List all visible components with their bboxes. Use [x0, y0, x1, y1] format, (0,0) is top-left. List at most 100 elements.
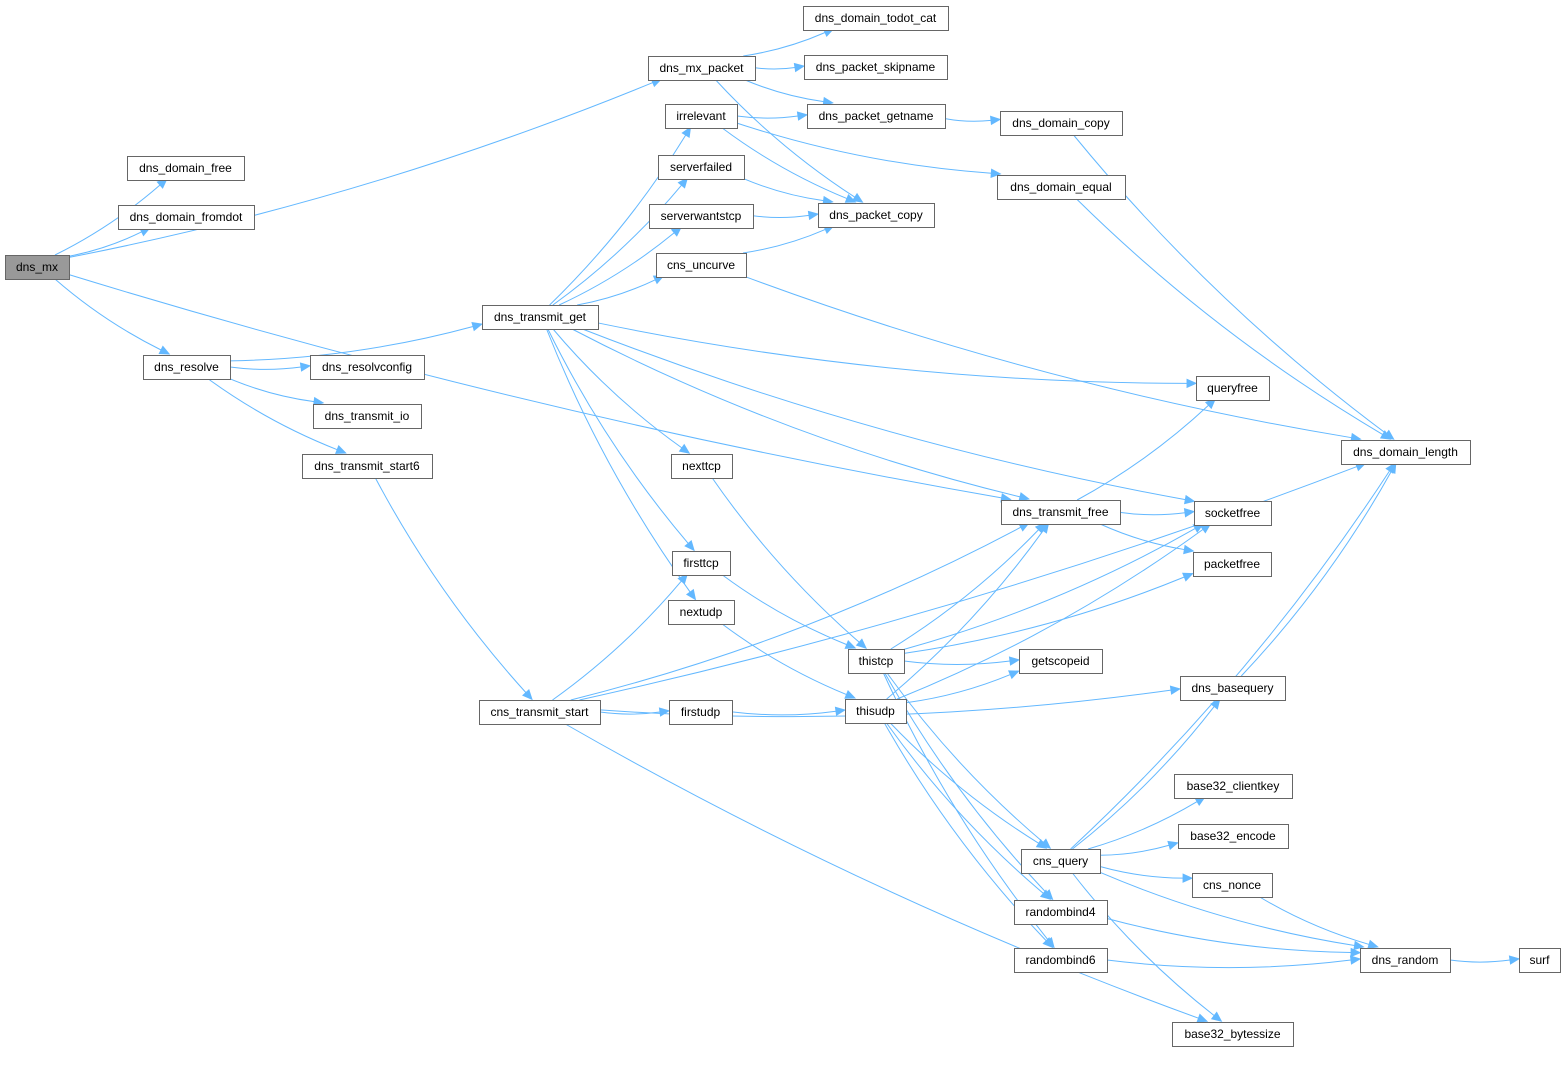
edge-thisudp-to-dns-transmit-free	[886, 530, 1044, 700]
node-dns-resolvconfig[interactable]: dns_resolvconfig	[310, 355, 425, 380]
arrowhead-icon	[1008, 670, 1020, 680]
arrowhead-icon	[844, 639, 857, 649]
node-dns-mx-packet[interactable]: dns_mx_packet	[648, 56, 756, 81]
node-nextudp[interactable]: nextudp	[668, 600, 735, 625]
node-socketfree[interactable]: socketfree	[1194, 501, 1272, 526]
edge-cns-query-to-dns-domain-length	[1070, 470, 1390, 850]
node-label: firstudp	[681, 705, 721, 719]
node-box	[649, 204, 754, 229]
node-label: cns_transmit_start	[490, 705, 589, 719]
node-box	[1180, 676, 1286, 701]
node-surf[interactable]: surf	[1519, 948, 1561, 973]
node-base32-encode[interactable]: base32_encode	[1178, 824, 1289, 849]
edge-dns-transmit-get-to-socketfree	[582, 328, 1186, 501]
node-firstudp[interactable]: firstudp	[669, 700, 733, 725]
arrowhead-icon	[851, 192, 864, 203]
node-thistcp[interactable]: thistcp	[848, 649, 905, 674]
node-firsttcp[interactable]: firsttcp	[672, 551, 731, 576]
node-box	[1014, 948, 1108, 973]
edge-nextudp-to-thisudp	[721, 623, 847, 696]
node-thisudp[interactable]: thisudp	[845, 699, 907, 724]
arrowhead-icon	[1039, 522, 1050, 534]
node-dns-domain-free[interactable]: dns_domain_free	[127, 156, 245, 181]
node-dns-transmit-start6[interactable]: dns_transmit_start6	[302, 454, 433, 479]
node-dns-packet-skipname[interactable]: dns_packet_skipname	[804, 55, 948, 80]
node-box	[118, 205, 255, 230]
node-dns-basequery[interactable]: dns_basequery	[1180, 676, 1286, 701]
arrowhead-icon	[158, 345, 171, 355]
edge-dns-mx-packet-to-dns-packet-copy	[715, 79, 856, 198]
arrowhead-icon	[793, 62, 806, 73]
node-label: dns_packet_copy	[829, 208, 922, 222]
node-cns-uncurve[interactable]: cns_uncurve	[656, 253, 747, 278]
edge-thisudp-to-socketfree	[896, 528, 1204, 700]
arrowhead-icon	[678, 443, 691, 454]
edge-thistcp-to-cns-query	[886, 672, 1044, 843]
node-label: dns_transmit_start6	[314, 459, 420, 473]
node-dns-domain-length[interactable]: dns_domain_length	[1341, 440, 1471, 465]
node-dns-packet-copy[interactable]: dns_packet_copy	[818, 203, 935, 228]
arrowhead-icon	[1210, 1011, 1223, 1022]
edge-dns-mx-packet-to-dns-packet-getname	[744, 79, 824, 103]
edge-thisudp-to-getscopeid	[905, 674, 1011, 704]
edge-cns-nonce-to-dns-random	[1259, 896, 1370, 945]
node-label: socketfree	[1205, 506, 1261, 520]
node-dns-transmit-get[interactable]: dns_transmit_get	[482, 305, 599, 330]
edge-firstudp-to-thisudp	[731, 710, 837, 716]
node-dns-domain-copy[interactable]: dns_domain_copy	[1000, 111, 1123, 136]
node-box	[1519, 948, 1561, 973]
node-dns-domain-fromdot[interactable]: dns_domain_fromdot	[118, 205, 255, 230]
edge-dns-transmit-get-to-firsttcp	[547, 328, 689, 544]
node-randombind6[interactable]: randombind6	[1014, 948, 1108, 973]
node-box	[648, 56, 756, 81]
node-box	[143, 355, 231, 380]
arrowhead-icon	[796, 111, 809, 121]
edge-cns-transmit-start-to-dns-transmit-free	[570, 526, 1022, 701]
node-dns-transmit-io[interactable]: dns_transmit_io	[313, 404, 422, 429]
node-dns-resolve[interactable]: dns_resolve	[143, 355, 231, 380]
edge-thistcp-to-socketfree	[903, 528, 1196, 650]
node-cns-transmit-start[interactable]: cns_transmit_start	[479, 700, 601, 725]
node-label: dns_domain_length	[1353, 445, 1458, 459]
arrowhead-icon	[1182, 572, 1194, 582]
edge-dns-transmit-start6-to-cns-transmit-start	[374, 477, 527, 693]
edge-cns-query-to-base32-bytessize	[1072, 872, 1215, 1017]
arrowhead-icon	[834, 706, 847, 717]
node-serverfailed[interactable]: serverfailed	[658, 155, 745, 180]
node-cns-nonce[interactable]: cns_nonce	[1192, 873, 1273, 898]
node-nexttcp[interactable]: nexttcp	[671, 454, 733, 479]
node-base32-clientkey[interactable]: base32_clientkey	[1174, 774, 1293, 799]
arrowhead-icon	[1196, 1013, 1209, 1023]
edge-randombind6-to-dns-random	[1106, 959, 1352, 969]
node-cns-query[interactable]: cns_query	[1021, 849, 1101, 874]
node-dns-domain-equal[interactable]: dns_domain_equal	[997, 175, 1126, 200]
arrowhead-icon	[1182, 873, 1194, 883]
node-dns-domain-todot-cat[interactable]: dns_domain_todot_cat	[803, 6, 949, 31]
edge-dns-transmit-free-to-socketfree	[1119, 511, 1186, 516]
node-box	[656, 253, 747, 278]
arrowhead-icon	[335, 445, 347, 454]
edge-cns-transmit-start-to-firstudp	[599, 711, 661, 715]
node-label: serverfailed	[670, 160, 732, 174]
node-queryfree[interactable]: queryfree	[1196, 376, 1270, 401]
node-getscopeid[interactable]: getscopeid	[1019, 649, 1103, 674]
node-dns-transmit-free[interactable]: dns_transmit_free	[1001, 500, 1121, 525]
edge-dns-transmit-free-to-packetfree	[1099, 523, 1185, 551]
node-box	[1192, 873, 1273, 898]
node-dns-mx[interactable]: dns_mx	[5, 255, 70, 280]
node-dns-packet-getname[interactable]: dns_packet_getname	[807, 104, 946, 129]
node-box	[1021, 849, 1101, 874]
node-box	[803, 6, 949, 31]
node-irrelevant[interactable]: irrelevant	[665, 104, 738, 129]
node-packetfree[interactable]: packetfree	[1193, 552, 1272, 577]
node-dns-random[interactable]: dns_random	[1360, 948, 1451, 973]
node-base32-bytessize[interactable]: base32_bytessize	[1172, 1022, 1294, 1047]
node-serverwantstcp[interactable]: serverwantstcp	[649, 204, 754, 229]
arrowhead-icon	[855, 638, 867, 650]
edge-cns-query-to-dns-random	[1099, 871, 1355, 947]
node-randombind4[interactable]: randombind4	[1014, 900, 1108, 925]
arrowhead-icon	[685, 588, 697, 601]
edge-thisudp-to-cns-query	[889, 722, 1039, 844]
arrowhead-icon	[1018, 492, 1030, 502]
arrowhead-icon	[1169, 685, 1182, 695]
